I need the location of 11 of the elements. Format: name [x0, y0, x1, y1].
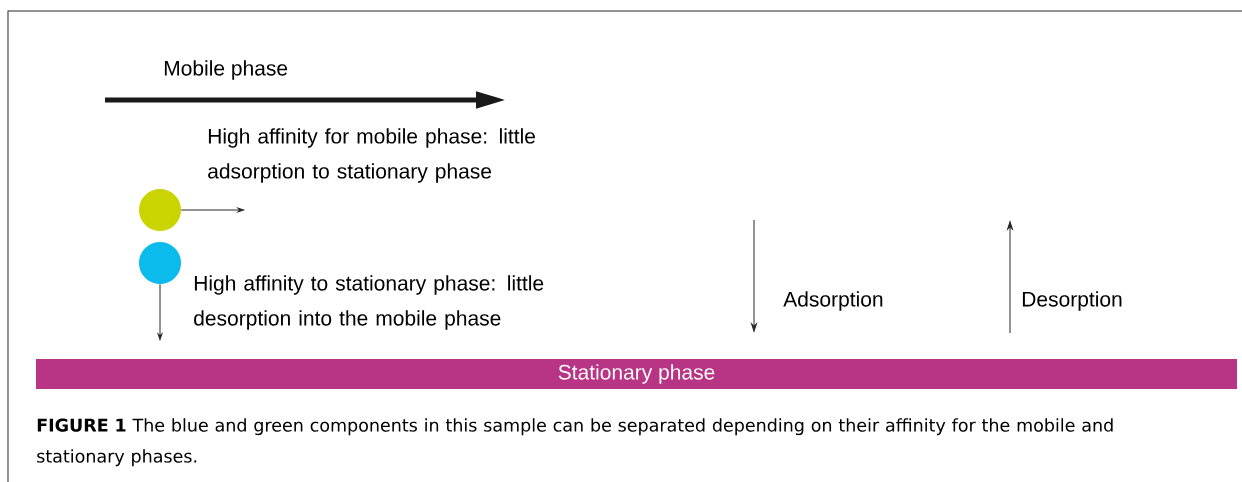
circle-marker: [139, 189, 181, 231]
description-text: High affinity to stationary phase: little desorption into the mobile phase: [194, 275, 544, 330]
label: Adsorption: [783, 291, 883, 311]
stationary-phase-bar: Stationary phase: [36, 359, 1237, 389]
description-text: High affinity for mobile phase: little adsorption to stationary phase: [208, 128, 535, 183]
caption: FIGURE 1 The blue and green components in this sample can be separated depending on their affinity for the mobile and stationary phases.: [37, 418, 1113, 467]
label: Mobile phase: [164, 60, 288, 80]
label: Desorption: [1022, 291, 1122, 311]
arrow: [157, 283, 163, 341]
circle-marker: [139, 242, 181, 284]
arrow: [180, 207, 245, 213]
